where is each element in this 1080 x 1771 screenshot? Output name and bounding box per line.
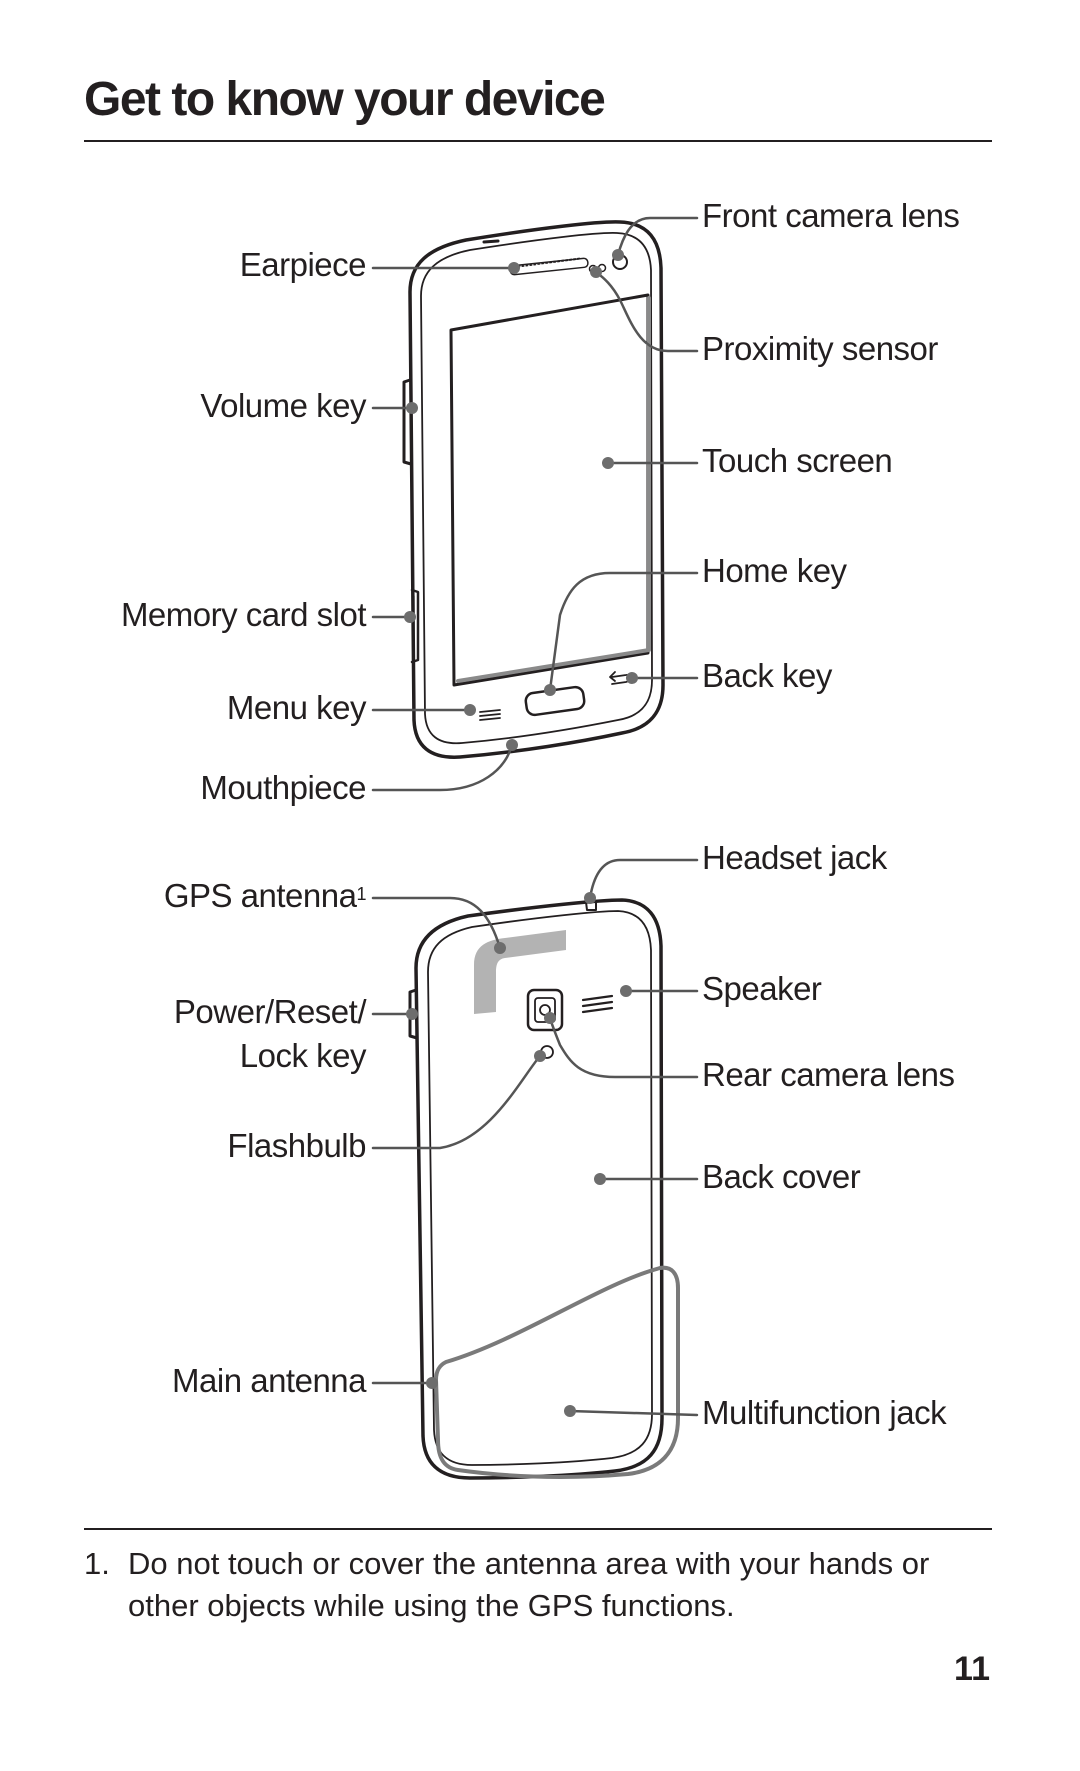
footnote-text: Do not touch or cover the antenna area w… <box>128 1546 930 1623</box>
footnote-number: 1. <box>84 1546 110 1581</box>
label-menu-key: Menu key <box>226 689 367 726</box>
label-back-key: Back key <box>702 657 832 694</box>
footnote-rule <box>84 1528 992 1530</box>
label-memory-card-slot: Memory card slot <box>120 596 367 633</box>
label-multifunction-jack: Multifunction jack <box>702 1394 947 1431</box>
page-title: Get to know your device <box>84 73 606 126</box>
label-back-cover: Back cover <box>702 1158 861 1195</box>
label-flashbulb: Flashbulb <box>227 1127 366 1164</box>
label-home-key: Home key <box>702 552 847 589</box>
label-rear-camera-lens: Rear camera lens <box>702 1056 955 1093</box>
front-phone-illustration <box>402 220 665 759</box>
label-touch-screen: Touch screen <box>702 442 893 479</box>
label-volume-key: Volume key <box>200 387 366 424</box>
page-number: 11 <box>954 1650 990 1688</box>
leader-lines <box>371 216 699 1417</box>
label-gps-antenna: GPS antenna1 <box>163 877 367 914</box>
label-power-reset: Power/Reset/ <box>173 993 367 1030</box>
label-earpiece: Earpiece <box>239 246 367 283</box>
footnote-ref: 1 <box>356 884 366 904</box>
label-mouthpiece: Mouthpiece <box>200 769 366 806</box>
leader-dots <box>404 249 638 1417</box>
label-proximity-sensor: Proximity sensor <box>702 330 938 367</box>
back-phone-illustration <box>408 898 680 1480</box>
label-headset-jack: Headset jack <box>702 839 887 876</box>
title-rule <box>84 140 992 142</box>
label-front-camera-lens: Front camera lens <box>702 197 960 234</box>
label-main-antenna: Main antenna <box>172 1362 366 1399</box>
gps-antenna-area <box>474 930 566 1014</box>
label-lock-key: Lock key <box>239 1037 367 1074</box>
label-speaker: Speaker <box>702 970 822 1007</box>
